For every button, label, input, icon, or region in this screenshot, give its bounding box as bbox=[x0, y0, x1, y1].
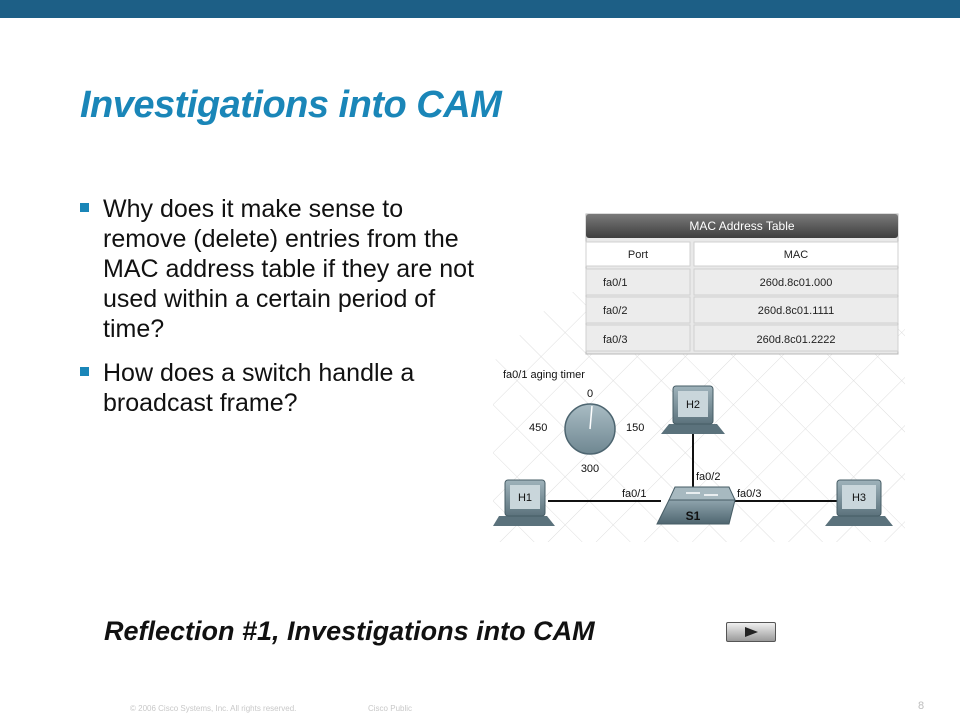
timer-mark: 450 bbox=[529, 422, 547, 434]
port-label: fa0/2 bbox=[696, 471, 720, 483]
table-row: fa0/3 260d.8c01.2222 bbox=[585, 324, 899, 352]
reflection-link[interactable]: Reflection #1, Investigations into CAM bbox=[104, 616, 595, 646]
table-row: fa0/2 260d.8c01.1111 bbox=[585, 296, 899, 324]
bullet-text: How does a switch handle a broadcast fra… bbox=[103, 359, 415, 417]
switch-label: S1 bbox=[686, 509, 701, 523]
network-diagram-svg: MAC Address Table Port MAC fa0/1 260d.8c… bbox=[493, 213, 905, 542]
host-label: H2 bbox=[686, 399, 700, 411]
table-title-bar bbox=[586, 214, 898, 238]
timer-mark: 150 bbox=[626, 422, 644, 434]
network-diagram: MAC Address Table Port MAC fa0/1 260d.8c… bbox=[493, 212, 905, 542]
aging-timer: fa0/1 aging timer 0 150 300 450 bbox=[503, 369, 644, 475]
footer-classification: Cisco Public bbox=[368, 704, 413, 713]
row-port: fa0/1 bbox=[603, 277, 627, 289]
bullet-list: Why does it make sense to remove (delete… bbox=[78, 194, 478, 432]
row-port: fa0/2 bbox=[603, 305, 627, 317]
footer-copyright: © 2006 Cisco Systems, Inc. All rights re… bbox=[130, 704, 297, 713]
bullet-item: Why does it make sense to remove (delete… bbox=[78, 194, 478, 344]
port-label: fa0/3 bbox=[737, 488, 761, 500]
column-header-mac: MAC bbox=[784, 249, 809, 261]
timer-hand bbox=[589, 405, 593, 430]
bullet-text: Why does it make sense to remove (delete… bbox=[103, 195, 475, 343]
top-banner bbox=[0, 0, 960, 18]
bullet-item: How does a switch handle a broadcast fra… bbox=[78, 358, 478, 418]
aging-timer-label: fa0/1 aging timer bbox=[503, 369, 585, 381]
port-label: fa0/1 bbox=[622, 488, 646, 500]
play-icon bbox=[744, 627, 758, 637]
row-port: fa0/3 bbox=[603, 334, 627, 346]
table-row: fa0/1 260d.8c01.000 bbox=[585, 268, 899, 296]
play-button[interactable] bbox=[726, 622, 776, 642]
mac-address-table: MAC Address Table Port MAC fa0/1 260d.8c… bbox=[585, 213, 899, 355]
row-mac: 260d.8c01.1111 bbox=[758, 305, 834, 317]
slide-title: Investigations into CAM bbox=[80, 84, 502, 126]
host-label: H3 bbox=[852, 492, 866, 504]
row-mac: 260d.8c01.000 bbox=[760, 277, 833, 289]
timer-mark: 0 bbox=[587, 388, 593, 400]
square-bullet-icon bbox=[80, 203, 89, 212]
column-header-port: Port bbox=[628, 249, 648, 261]
host-h2-pc-icon: H2 bbox=[661, 385, 725, 434]
host-h3-pc-icon: H3 bbox=[825, 479, 893, 526]
host-label: H1 bbox=[518, 492, 532, 504]
timer-mark: 300 bbox=[581, 463, 599, 475]
page-number: 8 bbox=[918, 700, 925, 712]
switch-s1-icon: S1 bbox=[656, 486, 736, 525]
square-bullet-icon bbox=[80, 367, 89, 376]
host-h1-pc-icon: H1 bbox=[493, 479, 555, 526]
table-title: MAC Address Table bbox=[689, 219, 794, 233]
row-mac: 260d.8c01.2222 bbox=[757, 334, 836, 346]
